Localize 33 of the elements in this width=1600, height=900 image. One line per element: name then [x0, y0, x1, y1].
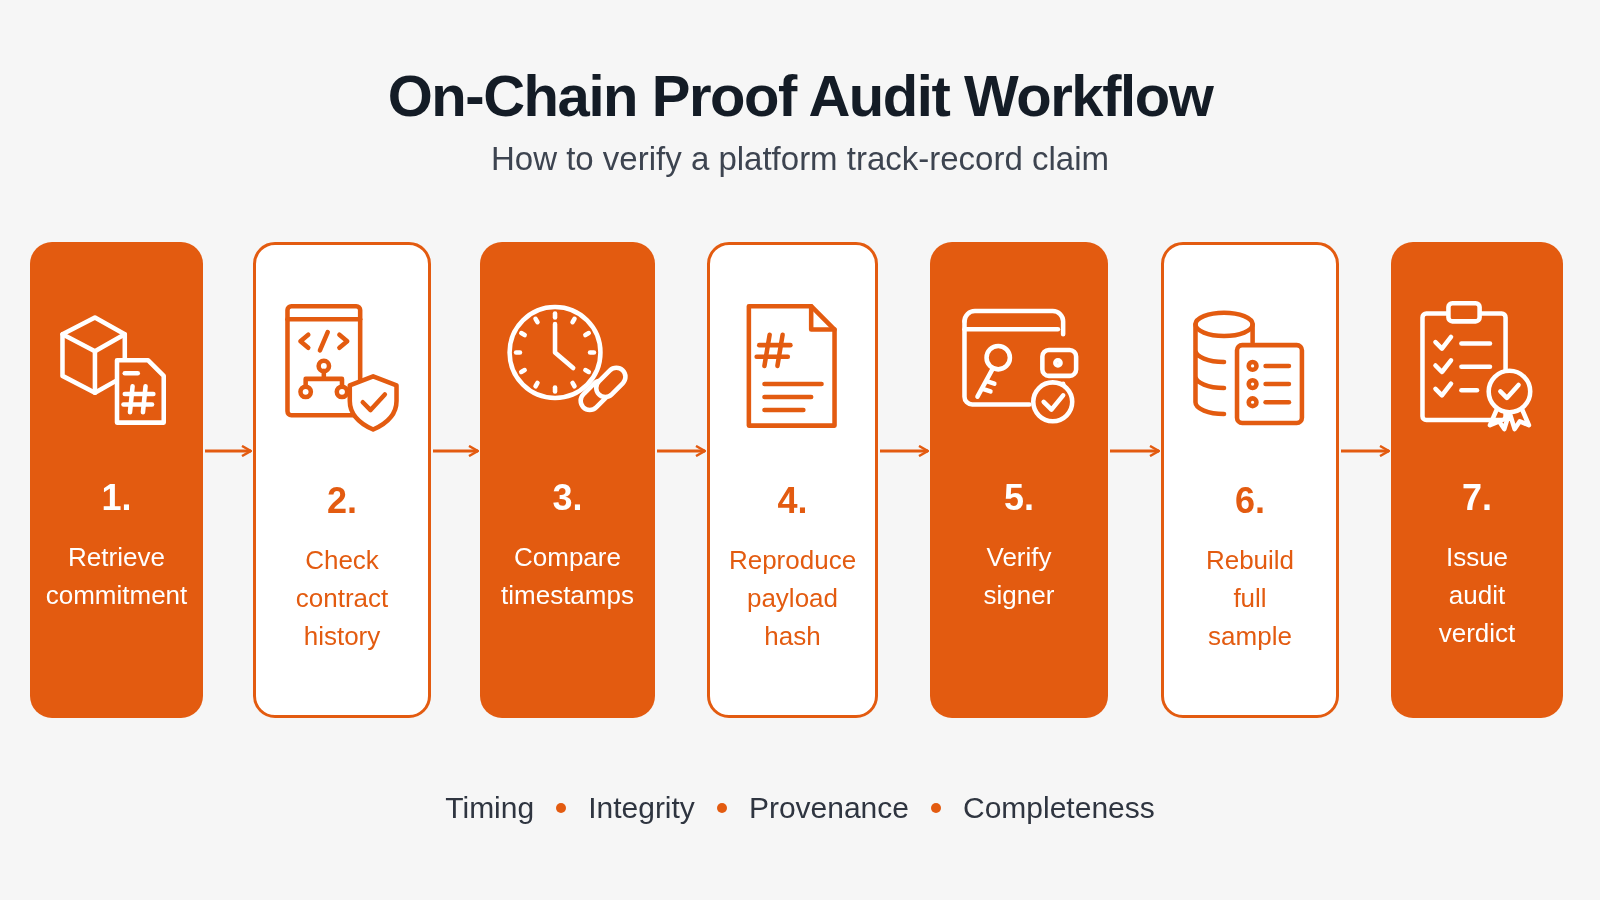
step-card — [707, 242, 878, 718]
keyword-label: Provenance — [748, 790, 909, 826]
step-number: 1. — [101, 480, 132, 516]
keyword-label: Timing — [445, 790, 535, 826]
step-card — [1161, 242, 1339, 718]
arrow — [205, 444, 253, 458]
step-number: 4. — [777, 483, 808, 519]
step-card — [1391, 242, 1563, 718]
arrow — [1341, 444, 1391, 458]
step-number: 7. — [1462, 480, 1492, 516]
keyword-label: Completeness — [963, 790, 1155, 826]
step-label: Issue audit verdict — [1437, 541, 1517, 650]
arrow — [880, 444, 930, 458]
step-label: Reproduce payload hash — [727, 544, 858, 653]
step-label: Verify signer — [982, 541, 1056, 612]
step-card — [930, 242, 1108, 718]
step-label: Rebuild full sample — [1204, 544, 1296, 653]
step-label: Compare timestamps — [500, 541, 635, 612]
arrow — [1110, 444, 1161, 458]
step-card — [253, 242, 431, 718]
step-card — [480, 242, 655, 718]
step-label: Check contract history — [294, 544, 390, 653]
step-label: Retrieve commitment — [44, 541, 189, 612]
title: On-Chain Proof Audit Workflow — [387, 62, 1213, 130]
step-number: 3. — [552, 480, 583, 516]
keyword-label: Integrity — [588, 790, 695, 826]
step-number: 2. — [327, 483, 357, 519]
step-number: 5. — [1004, 480, 1034, 516]
step-number: 6. — [1235, 483, 1265, 519]
arrow — [657, 444, 707, 458]
step-card — [30, 242, 203, 718]
arrow — [433, 444, 480, 458]
subtitle: How to verify a platform track-record claim — [491, 139, 1109, 179]
